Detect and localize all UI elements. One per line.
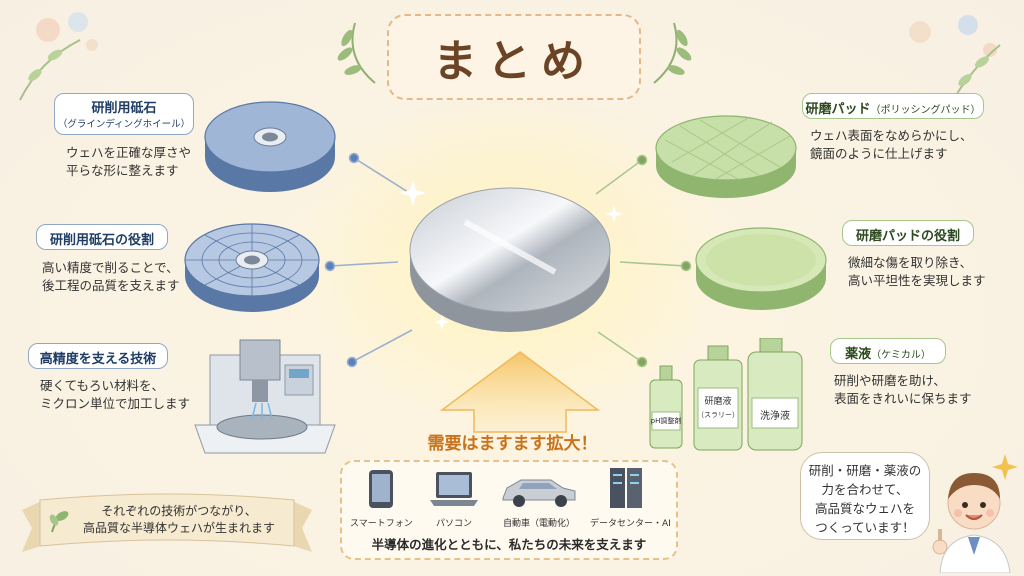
demand-heading: 需要はますます拡大！ bbox=[427, 434, 598, 454]
polishing-pad-icon bbox=[655, 115, 797, 198]
scientist-character-icon bbox=[932, 473, 1011, 573]
device-label-car: 自動車（電動化） bbox=[502, 519, 575, 529]
grinding-machine-icon bbox=[194, 339, 336, 454]
bottle-label-cleaner: 洗浄液 bbox=[760, 411, 790, 422]
title-box: まとめ bbox=[387, 14, 641, 100]
label-precision-tech: 高精度を支える技術 bbox=[28, 343, 168, 369]
laurel-left-icon bbox=[337, 22, 376, 84]
floral-decoration-top-left bbox=[19, 12, 98, 101]
laptop-icon bbox=[430, 472, 478, 506]
desc-grinding-wheel: ウェハを正確な厚さや 平らな形に整えます bbox=[66, 145, 192, 178]
chemical-bottles: pH調整剤 研磨液 （スラリー） 洗浄液 bbox=[646, 338, 806, 458]
desc-precision-tech: 硬くてもろい材料を、 ミクロン単位で加工します bbox=[40, 378, 191, 411]
silicon-wafer-icon bbox=[409, 187, 611, 332]
desc-polishing-pad: ウェハ表面をなめらかにし、 鏡面のように仕上げます bbox=[810, 128, 973, 161]
device-label-pc: パソコン bbox=[435, 519, 472, 529]
server-icon bbox=[610, 468, 642, 508]
up-arrow-icon bbox=[439, 351, 601, 433]
applications-box: スマートフォン パソコン 自動車（電動化） データセンター・AI 半導体の進化と… bbox=[340, 460, 678, 560]
grinding-wheel-icon bbox=[204, 101, 336, 192]
pad-role-icon bbox=[695, 227, 827, 310]
device-label-datacenter: データセンター・AI bbox=[590, 519, 671, 529]
sparkle-star-icon bbox=[992, 454, 1018, 480]
laurel-right-icon bbox=[653, 22, 692, 84]
ribbon-text: それぞれの技術がつながり、 高品質な半導体ウェハが生まれます bbox=[82, 504, 275, 535]
label-pad-role: 研磨パッドの役割 bbox=[842, 220, 974, 246]
car-icon bbox=[502, 479, 576, 507]
smartphone-icon bbox=[369, 470, 393, 508]
bottles-icon bbox=[649, 338, 803, 451]
segmented-wheel-icon bbox=[184, 223, 320, 312]
label-chemicals: 薬液（ケミカル） bbox=[830, 338, 946, 364]
label-grinding-wheel: 研削用砥石 （グラインディングホイール） bbox=[54, 93, 194, 135]
bottle-label-slurry: 研磨液 bbox=[704, 397, 732, 407]
label-polishing-pad: 研磨パッド（ポリッシングパッド） bbox=[802, 93, 984, 119]
bottle-label-slurry-sub: （スラリー） bbox=[697, 411, 739, 419]
desc-wheel-role: 高い精度で削ることで、 後工程の品質を支えます bbox=[42, 260, 180, 293]
bottle-label-ph: pH調整剤 bbox=[650, 417, 682, 425]
label-wheel-role: 研削用砥石の役割 bbox=[36, 224, 168, 250]
device-label-smartphone: スマートフォン bbox=[350, 519, 413, 529]
bottom-tagline: 半導体の進化とともに、私たちの未来を支えます bbox=[371, 537, 647, 552]
desc-chemicals: 研削や研磨を助け、 表面をきれいに保ちます bbox=[834, 373, 972, 406]
desc-pad-role: 微細な傷を取り除き、 高い平坦性を実現します bbox=[848, 255, 986, 288]
ribbon-banner bbox=[22, 493, 312, 552]
speech-bubble: 研削・研磨・薬液の 力を合わせて、 高品質なウェハを つくっています！ bbox=[800, 452, 930, 540]
page-title: まとめ bbox=[433, 36, 595, 87]
